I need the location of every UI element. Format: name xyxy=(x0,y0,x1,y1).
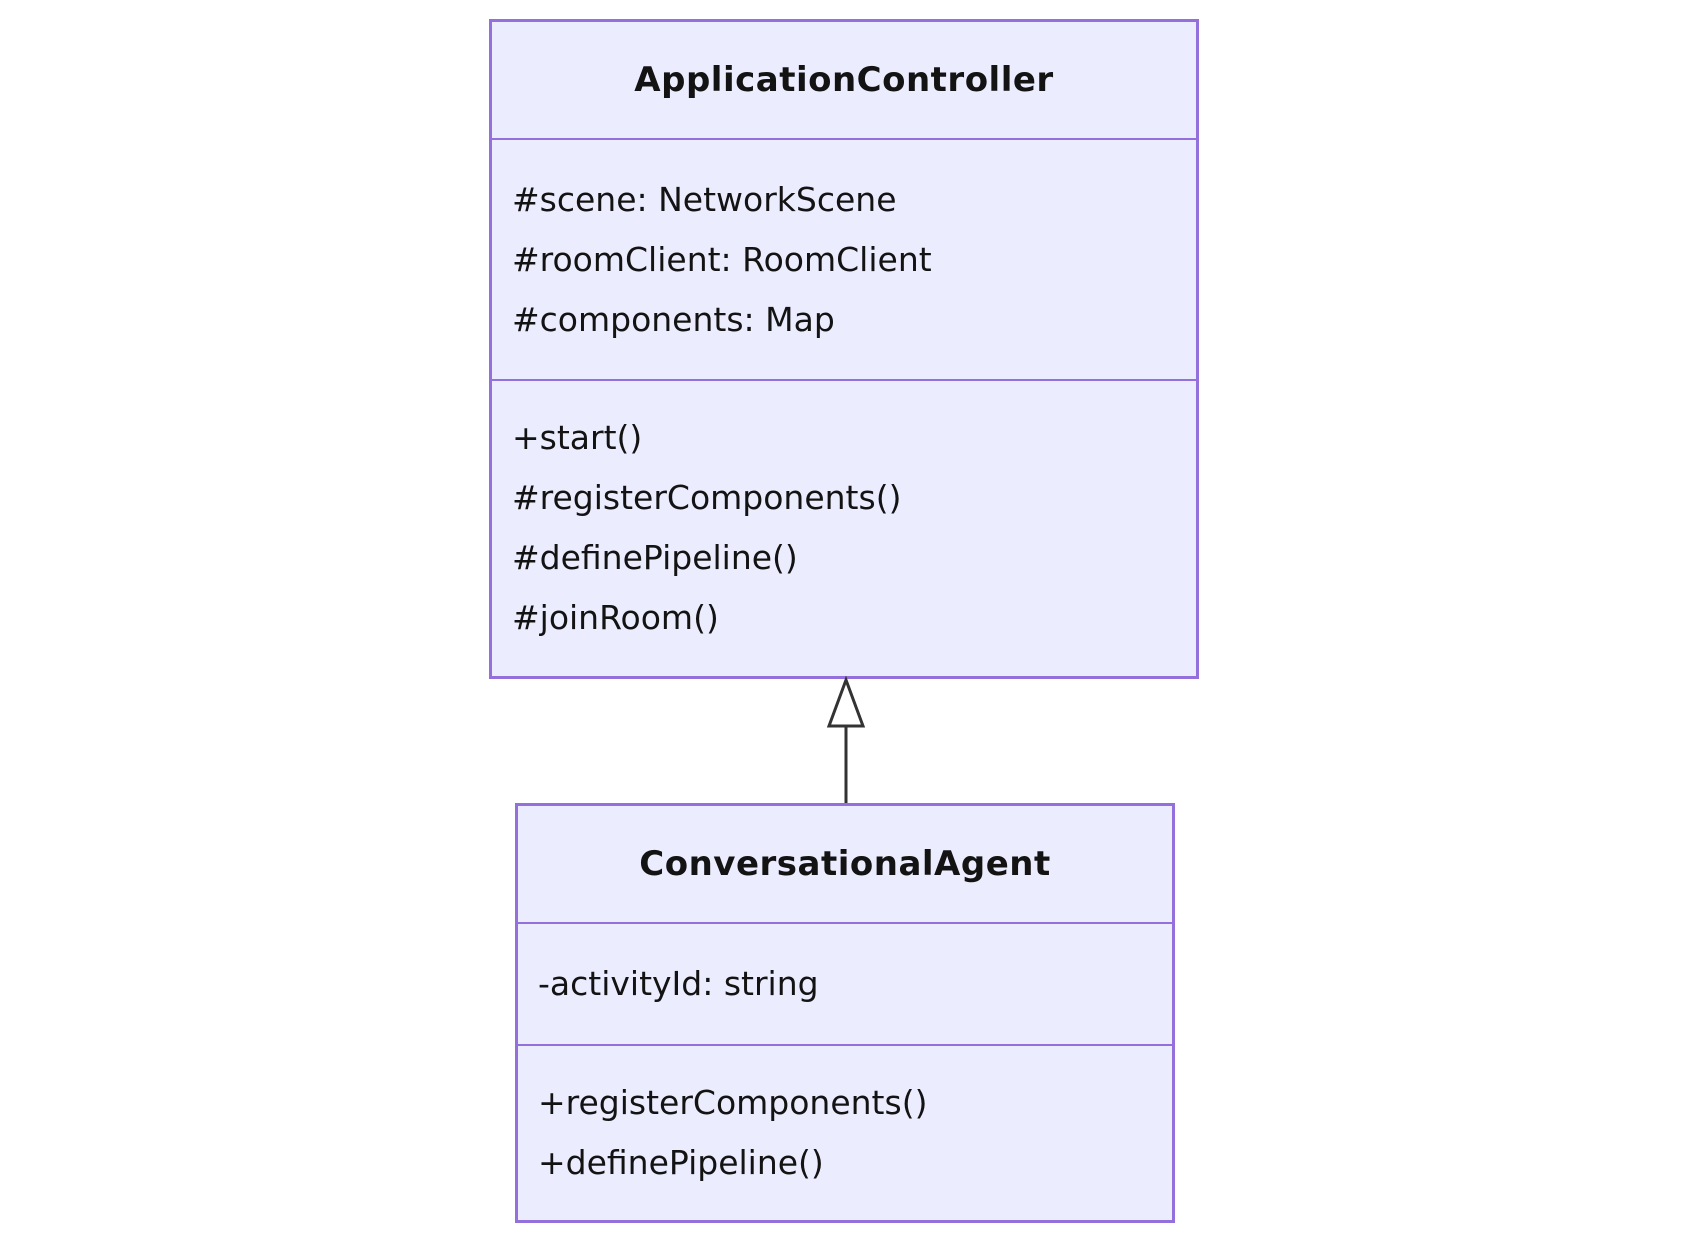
method-row: #registerComponents() xyxy=(512,478,902,517)
attributes-section: -activityId: string xyxy=(518,922,1172,1044)
method-row: +definePipeline() xyxy=(538,1143,824,1182)
methods-section: +start() #registerComponents() #definePi… xyxy=(492,379,1196,675)
class-box-conversationalagent: ConversationalAgent -activityId: string … xyxy=(515,803,1175,1223)
attribute-row: #roomClient: RoomClient xyxy=(512,239,932,279)
class-box-applicationcontroller: ApplicationController #scene: NetworkSce… xyxy=(489,19,1199,679)
method-row: +registerComponents() xyxy=(538,1083,928,1122)
method-row: #definePipeline() xyxy=(512,538,798,577)
hollow-triangle-arrowhead-icon xyxy=(826,675,866,728)
attribute-row: #components: Map xyxy=(512,299,835,339)
attribute-row: -activityId: string xyxy=(538,964,819,1003)
method-row: +start() xyxy=(512,418,643,457)
class-name-conversationalagent: ConversationalAgent xyxy=(639,844,1051,884)
methods-section: +registerComponents() +definePipeline() xyxy=(518,1044,1172,1220)
class-name-applicationcontroller: ApplicationController xyxy=(634,60,1054,100)
method-row: #joinRoom() xyxy=(512,598,719,637)
attribute-row: #scene: NetworkScene xyxy=(512,179,897,219)
attributes-section: #scene: NetworkScene #roomClient: RoomCl… xyxy=(492,138,1196,379)
